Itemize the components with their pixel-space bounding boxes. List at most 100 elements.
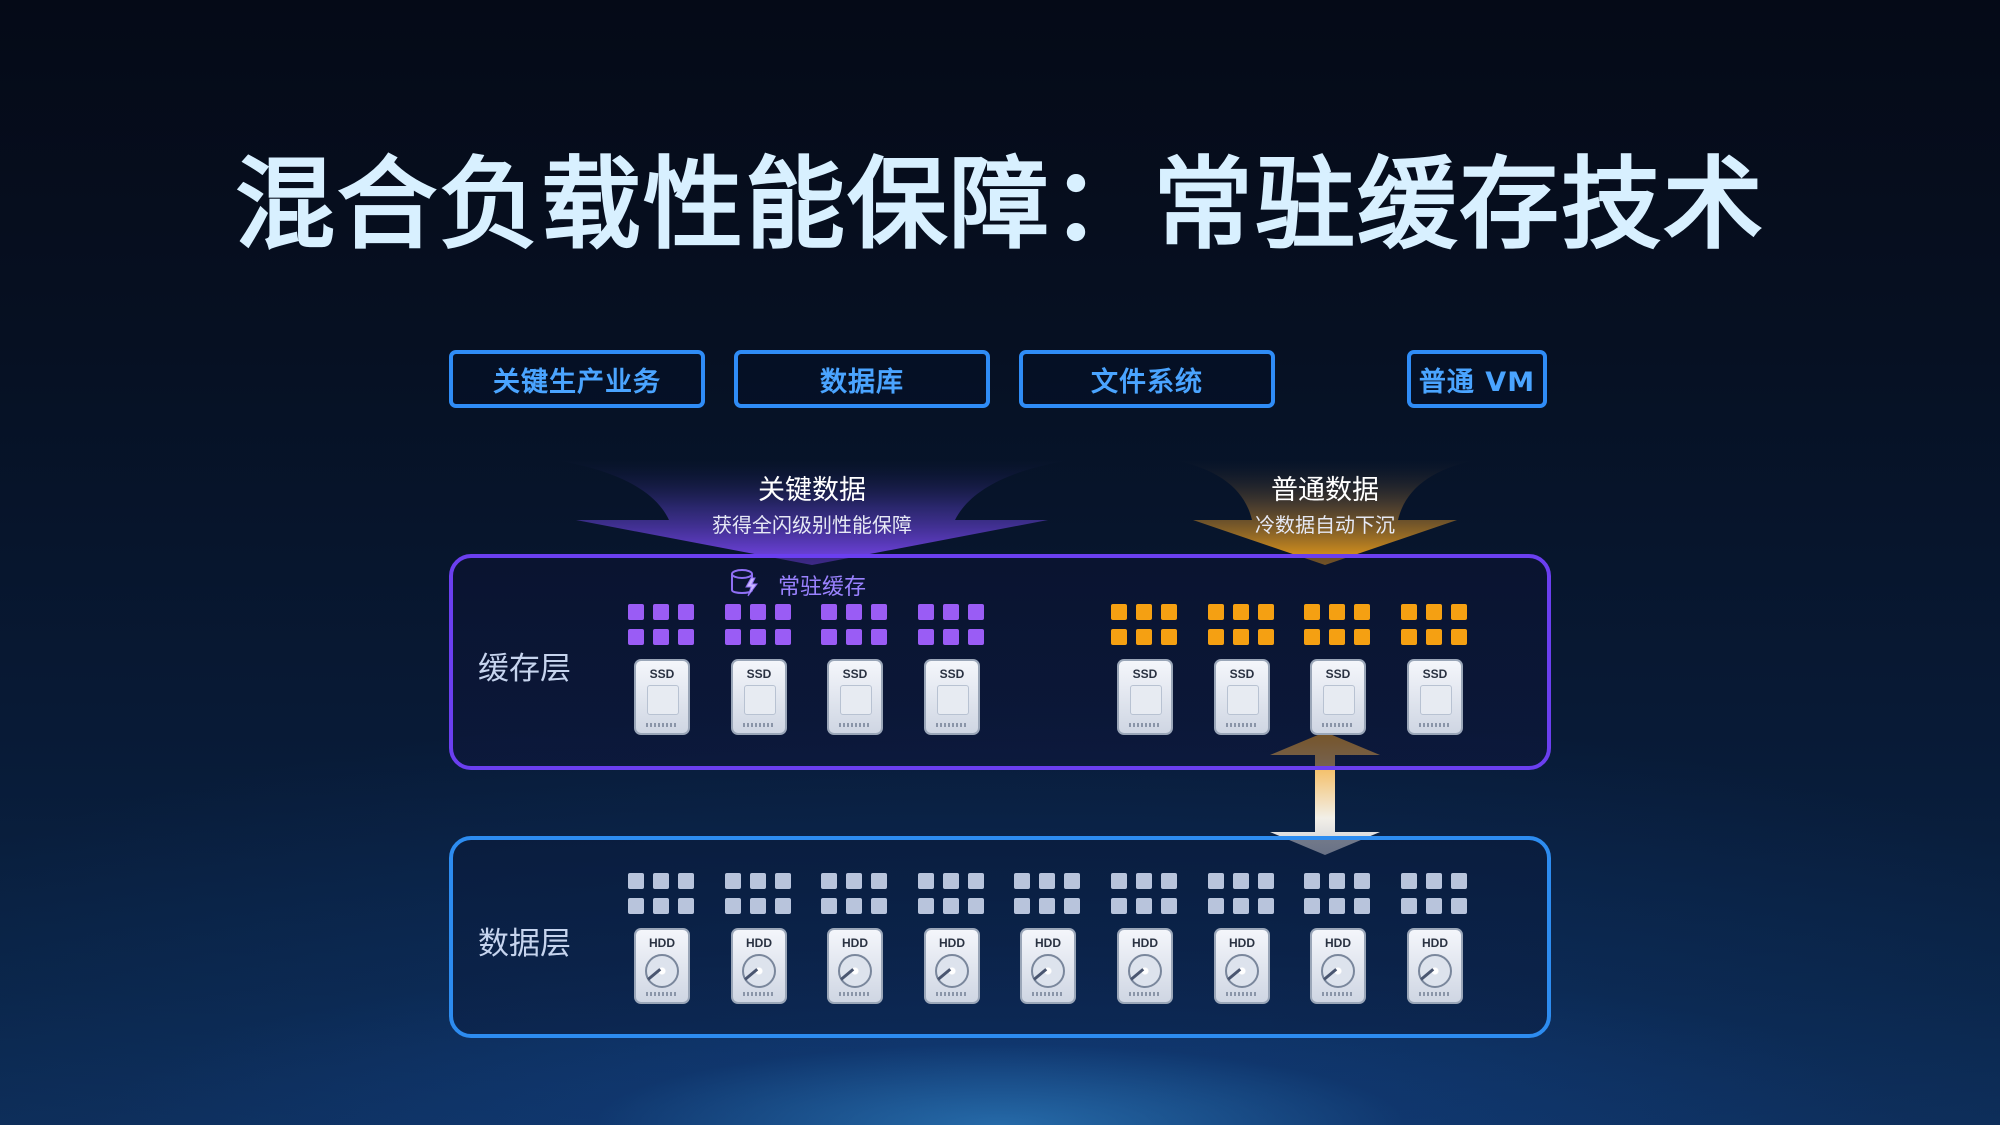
- data-block: [1451, 629, 1467, 645]
- ssd-face: [1323, 685, 1355, 715]
- drive-grille: [646, 992, 678, 996]
- hdd-icon: HDD: [1214, 928, 1270, 1004]
- data-block: [1426, 604, 1442, 620]
- data-block: [943, 873, 959, 889]
- data-block: [1136, 604, 1152, 620]
- data-block: [1401, 873, 1417, 889]
- drive-tag: SSD: [842, 667, 868, 681]
- ssd-icon: SSD: [1310, 659, 1366, 735]
- data-block: [725, 873, 741, 889]
- data-block: [1161, 873, 1177, 889]
- data-block: [943, 604, 959, 620]
- hdd-platter: [1128, 954, 1162, 988]
- data-block: [1451, 604, 1467, 620]
- ssd-face: [840, 685, 872, 715]
- critical-data-subtitle: 获得全闪级别性能保障: [712, 513, 912, 537]
- data-block: [1401, 629, 1417, 645]
- data-block: [1258, 898, 1274, 914]
- hdd-icon: HDD: [731, 928, 787, 1004]
- data-block: [846, 873, 862, 889]
- data-layer-box: [449, 836, 1551, 1038]
- drive-grille: [1322, 723, 1354, 727]
- data-block: [1426, 898, 1442, 914]
- data-block: [1111, 873, 1127, 889]
- ssd-face: [647, 685, 679, 715]
- drive-tag: SSD: [1325, 667, 1351, 681]
- drive-grille: [1129, 992, 1161, 996]
- data-block: [750, 629, 766, 645]
- hdd-icon: HDD: [827, 928, 883, 1004]
- hdd-icon: HDD: [1310, 928, 1366, 1004]
- data-block: [1014, 873, 1030, 889]
- data-block: [968, 629, 984, 645]
- data-block: [943, 898, 959, 914]
- data-block: [1401, 604, 1417, 620]
- data-block: [750, 873, 766, 889]
- data-block: [821, 604, 837, 620]
- data-block: [1111, 898, 1127, 914]
- data-block: [871, 604, 887, 620]
- drive-tag: HDD: [649, 936, 675, 950]
- data-block: [871, 898, 887, 914]
- data-block: [943, 629, 959, 645]
- data-block: [1136, 629, 1152, 645]
- data-block: [653, 873, 669, 889]
- workload-database[interactable]: 数据库: [734, 350, 990, 408]
- data-block: [1354, 873, 1370, 889]
- drive-tag: SSD: [746, 667, 772, 681]
- data-block: [918, 873, 934, 889]
- hdd-icon: HDD: [924, 928, 980, 1004]
- hdd-platter: [1418, 954, 1452, 988]
- drive-grille: [1419, 992, 1451, 996]
- drive-grille: [743, 992, 775, 996]
- data-block: [821, 629, 837, 645]
- data-block: [628, 604, 644, 620]
- data-block: [1208, 604, 1224, 620]
- hdd-icon: HDD: [1020, 928, 1076, 1004]
- data-block: [653, 629, 669, 645]
- data-block: [1304, 898, 1320, 914]
- data-block: [821, 898, 837, 914]
- workload-normal-vm[interactable]: 普通 VM: [1407, 350, 1547, 408]
- data-block: [846, 629, 862, 645]
- hdd-icon: HDD: [1117, 928, 1173, 1004]
- ssd-face: [1227, 685, 1259, 715]
- data-block: [1064, 898, 1080, 914]
- workload-critical-business[interactable]: 关键生产业务: [449, 350, 705, 408]
- data-block: [1401, 898, 1417, 914]
- hdd-platter: [1321, 954, 1355, 988]
- data-block: [968, 604, 984, 620]
- data-block: [968, 898, 984, 914]
- hdd-platter: [935, 954, 969, 988]
- drive-tag: SSD: [1132, 667, 1158, 681]
- data-block: [1426, 629, 1442, 645]
- data-block: [1233, 898, 1249, 914]
- hdd-platter: [1225, 954, 1259, 988]
- ssd-icon: SSD: [634, 659, 690, 735]
- data-block: [1233, 629, 1249, 645]
- drive-tag: SSD: [1422, 667, 1448, 681]
- data-block: [1111, 629, 1127, 645]
- drive-grille: [1129, 723, 1161, 727]
- ssd-face: [937, 685, 969, 715]
- page-title: 混合负载性能保障：常驻缓存技术: [235, 146, 1765, 263]
- data-block: [1304, 873, 1320, 889]
- cache-layer-box: [449, 554, 1551, 770]
- data-block: [1258, 629, 1274, 645]
- hdd-icon: HDD: [634, 928, 690, 1004]
- drive-grille: [1322, 992, 1354, 996]
- data-block: [678, 604, 694, 620]
- drive-grille: [1226, 723, 1258, 727]
- workload-file-system[interactable]: 文件系统: [1019, 350, 1275, 408]
- data-block: [918, 898, 934, 914]
- drive-grille: [936, 723, 968, 727]
- data-block: [1136, 873, 1152, 889]
- ssd-icon: SSD: [1214, 659, 1270, 735]
- data-block: [1354, 629, 1370, 645]
- ssd-icon: SSD: [924, 659, 980, 735]
- ssd-face: [1420, 685, 1452, 715]
- data-block: [725, 604, 741, 620]
- data-block: [1329, 604, 1345, 620]
- data-block: [918, 604, 934, 620]
- hdd-icon: HDD: [1407, 928, 1463, 1004]
